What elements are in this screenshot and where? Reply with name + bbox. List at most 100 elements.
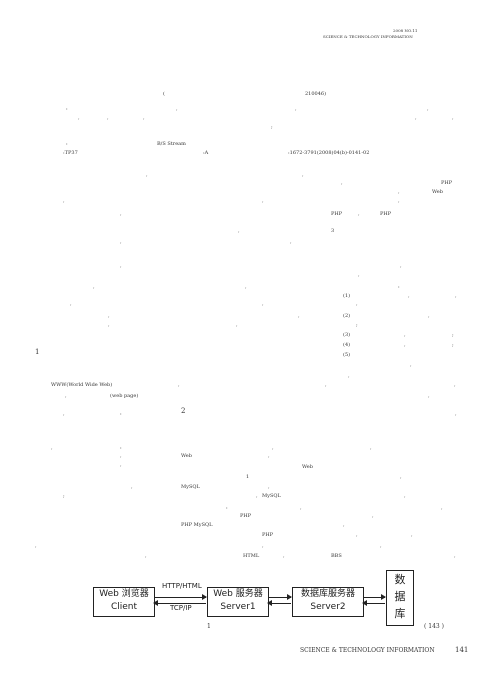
text-fragment: PHP MySQL (181, 522, 213, 528)
text-fragment: , (427, 106, 429, 112)
text-fragment: , (143, 115, 145, 121)
text-fragment: , (272, 445, 274, 451)
text-fragment: , (65, 393, 67, 399)
text-fragment: BBS (331, 553, 342, 559)
text-fragment: : (120, 411, 122, 417)
text-fragment: 1 (246, 474, 250, 480)
server1-sublabel: Server1 (220, 602, 256, 612)
text-fragment: :TP37 (63, 150, 78, 156)
text-fragment: (3) (343, 332, 351, 338)
text-fragment: WWW(World Wide Web) (51, 382, 113, 388)
text-fragment: Web (302, 464, 313, 470)
database-char: 库 (394, 607, 406, 620)
text-fragment: 3 (331, 228, 335, 234)
text-fragment: B/S Stream (157, 141, 186, 147)
text-fragment: 210046) (305, 91, 327, 97)
text-fragment: , (404, 342, 406, 348)
server1-label: Web 服务器 (213, 589, 263, 599)
text-fragment: , (178, 382, 180, 388)
text-fragment: (4) (343, 342, 351, 348)
text-fragment: ; (452, 332, 454, 338)
text-fragment: HTML (243, 553, 260, 559)
text-fragment: , (356, 532, 358, 538)
text-fragment: , (398, 198, 400, 204)
text-fragment: (1) (343, 293, 351, 299)
text-fragment: , (408, 293, 410, 299)
text-fragment: , (356, 301, 358, 307)
text-fragment: , (120, 453, 122, 459)
text-fragment: , (415, 115, 417, 121)
text-fragment: , (370, 445, 372, 451)
text-fragment: ( (163, 91, 165, 97)
text-fragment: , (411, 532, 413, 538)
footer-journal: SCIENCE & TECHNOLOGY INFORMATION (300, 647, 435, 654)
figure-caption: 1 (207, 623, 211, 630)
client-label: Web 浏览器 (99, 589, 149, 599)
text-fragment: , (35, 543, 37, 549)
link-bottom-label: TCP/IP (170, 604, 192, 612)
server2-sublabel: Server2 (310, 602, 346, 612)
text-fragment: , (108, 313, 110, 319)
text-fragment: , (428, 313, 430, 319)
text-fragment: , (398, 189, 400, 195)
arrow-server1-to-client (153, 600, 206, 606)
text-fragment: : (120, 445, 122, 451)
text-fragment: , (236, 322, 238, 328)
text-fragment: 2 (181, 407, 186, 415)
text-fragment: , (454, 553, 456, 559)
text-fragment: , (120, 462, 122, 468)
header-issue: 2008 NO.11 (393, 28, 418, 33)
text-fragment: , (341, 180, 343, 186)
text-fragment: , (262, 198, 264, 204)
text-fragment: , (107, 115, 109, 121)
text-fragment: (web page) (110, 393, 139, 399)
text-fragment: ; (63, 493, 65, 499)
text-fragment: , (283, 553, 285, 559)
text-fragment: , (298, 313, 300, 319)
text-fragment: , (404, 332, 406, 338)
text-fragment: , (295, 106, 297, 112)
text-fragment: , (455, 411, 457, 417)
arrow-server2-to-database (363, 594, 386, 600)
header-journal: SCIENCE & TECHNOLOGY INFORMATION (323, 34, 413, 39)
text-fragment: : (66, 141, 68, 147)
text-fragment: , (348, 373, 350, 379)
text-fragment: , (268, 453, 270, 459)
continuation-note: ( 143 ) (424, 623, 444, 630)
text-fragment: PHP (262, 532, 274, 538)
text-fragment: PHP (380, 211, 392, 217)
text-fragment: , (262, 301, 264, 307)
text-fragment: :A (203, 150, 209, 156)
arrow-database-to-server2 (362, 600, 385, 606)
text-fragment: , (245, 284, 247, 290)
text-fragment: : (66, 106, 68, 112)
text-fragment: , (400, 474, 402, 480)
text-fragment: MySQL (181, 484, 200, 490)
server2-box: 数据库服务器 Server2 (292, 587, 364, 617)
text-fragment: 1 (35, 348, 40, 356)
database-box: 数 据 库 (386, 570, 414, 626)
text-fragment: : (398, 284, 400, 290)
text-fragment: Web (181, 453, 192, 459)
database-char: 数 (394, 573, 406, 586)
text-fragment: , (145, 553, 147, 559)
text-fragment: :1672-3791(2008)04(b)-0141-02 (288, 150, 370, 156)
text-fragment: Web (432, 189, 443, 195)
text-fragment: MySQL (262, 493, 281, 499)
page-number: 141 (455, 646, 469, 654)
text-fragment: PHP (240, 513, 252, 519)
text-fragment: (5) (343, 352, 351, 358)
text-fragment: , (120, 239, 122, 245)
text-fragment: , (70, 301, 72, 307)
text-fragment: , (262, 543, 264, 549)
text-fragment: , (238, 228, 240, 234)
text-fragment: , (120, 211, 122, 217)
client-box: Web 浏览器 Client (93, 587, 155, 617)
text-fragment: , (256, 493, 258, 499)
text-fragment: , (300, 505, 302, 511)
text-fragment: , (358, 211, 360, 217)
server2-label: 数据库服务器 (300, 589, 355, 599)
link-top-label: HTTP/HTML (162, 582, 202, 590)
text-fragment: , (131, 484, 133, 490)
text-fragment: , (268, 484, 270, 490)
